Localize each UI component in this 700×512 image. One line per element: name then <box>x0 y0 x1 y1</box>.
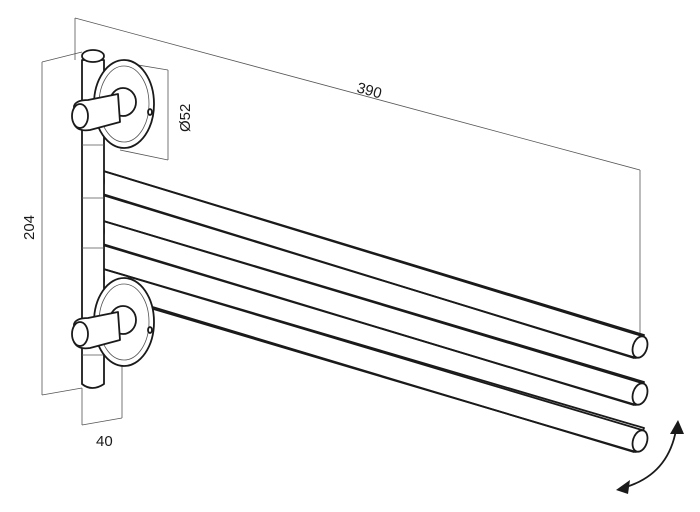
diameter-dimension-label: Ø52 <box>177 104 194 132</box>
towel-bars <box>91 169 649 453</box>
length-dimension-label: 390 <box>355 79 384 102</box>
height-dimension-label: 204 <box>21 215 38 240</box>
top-wall-mount <box>71 59 155 149</box>
rotation-arrow-icon <box>616 420 684 494</box>
depth-dimension-label: 40 <box>96 433 113 450</box>
bottom-wall-mount <box>71 277 155 367</box>
towel-bar-1 <box>91 169 649 359</box>
dimension-lines <box>41 17 641 426</box>
